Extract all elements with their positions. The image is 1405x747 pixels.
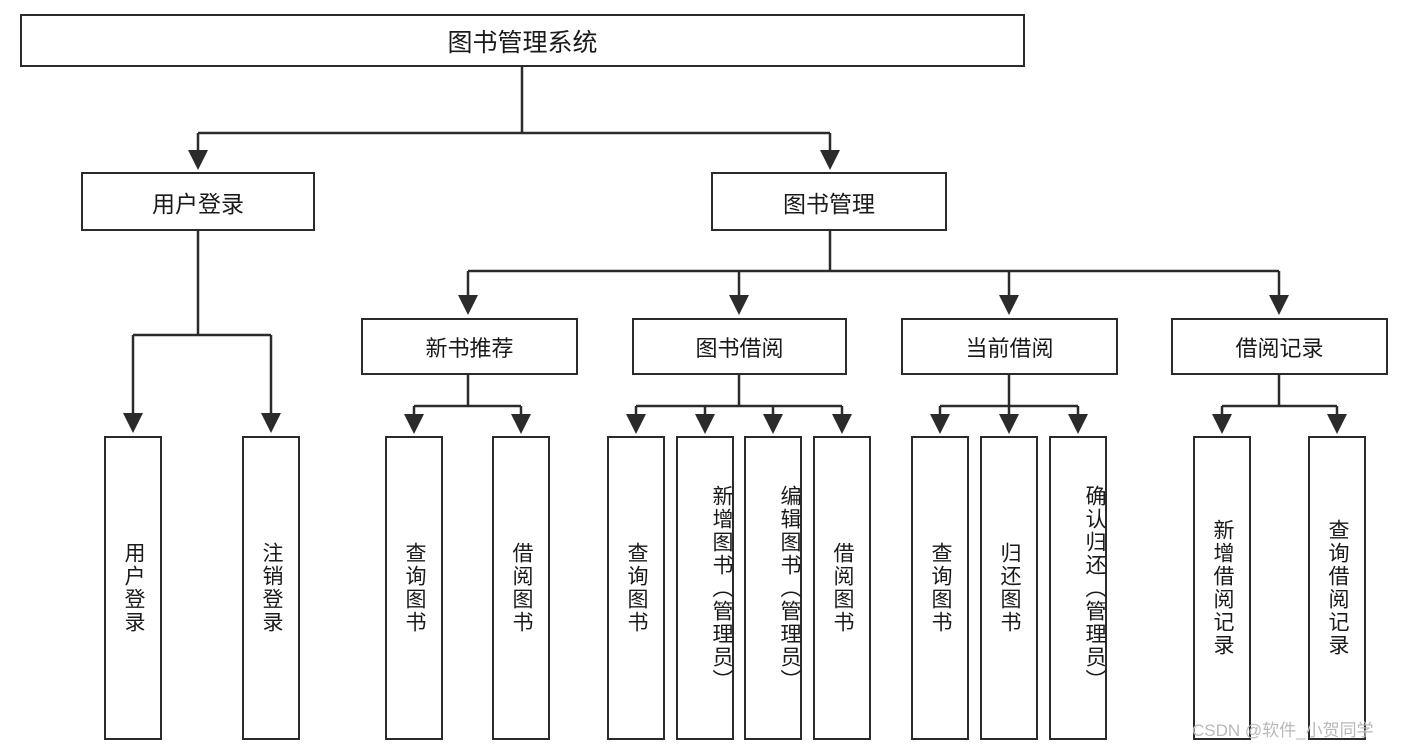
leaf-book-borrow-borrow-book[interactable]: 借阅图书 <box>813 436 871 740</box>
node-user-login[interactable]: 用户登录 <box>81 172 315 231</box>
node-label: 新增图书（管理员） <box>710 484 733 692</box>
node-label: 借阅记录 <box>1235 335 1324 361</box>
leaf-user-login-logout[interactable]: 注销登录 <box>242 436 300 740</box>
node-label: 查询图书 <box>625 542 649 634</box>
node-label: 用户登录 <box>152 190 244 217</box>
leaf-book-borrow-edit-book-admin[interactable]: 编辑图书（管理员） <box>744 436 802 740</box>
node-root-book-management-system[interactable]: 图书管理系统 <box>20 14 1025 67</box>
node-label: 图书管理系统 <box>447 28 598 57</box>
node-borrow-record[interactable]: 借阅记录 <box>1171 318 1388 375</box>
node-label: 查询图书 <box>403 542 427 634</box>
csdn-watermark: CSDN @软件_小贺同学 <box>1192 721 1374 740</box>
node-label: 当前借阅 <box>965 335 1054 361</box>
leaf-user-login-login[interactable]: 用户登录 <box>104 436 162 740</box>
node-label: 新书推荐 <box>425 335 514 361</box>
node-label: 借阅图书 <box>831 542 855 634</box>
node-label: 归还图书 <box>998 542 1022 634</box>
node-current-borrow[interactable]: 当前借阅 <box>901 318 1118 375</box>
leaf-new-book-borrow-book[interactable]: 借阅图书 <box>492 436 550 740</box>
leaf-book-borrow-add-book-admin[interactable]: 新增图书（管理员） <box>676 436 734 740</box>
leaf-current-borrow-query-book[interactable]: 查询图书 <box>911 436 969 740</box>
node-label: 查询借阅记录 <box>1326 519 1350 657</box>
node-new-book-recommend[interactable]: 新书推荐 <box>361 318 578 375</box>
leaf-new-book-query-book[interactable]: 查询图书 <box>385 436 443 740</box>
node-label: 注销登录 <box>260 542 284 634</box>
node-label: 查询图书 <box>929 542 953 634</box>
node-label: 新增借阅记录 <box>1211 519 1235 657</box>
node-label: 图书借阅 <box>695 335 784 361</box>
node-label: 图书管理 <box>783 190 875 217</box>
leaf-current-borrow-confirm-return-admin[interactable]: 确认归还（管理员） <box>1049 436 1107 740</box>
leaf-borrow-record-query-record[interactable]: 查询借阅记录 <box>1308 436 1366 740</box>
leaf-book-borrow-query-book[interactable]: 查询图书 <box>607 436 665 740</box>
node-label: 用户登录 <box>122 542 146 634</box>
node-book-management[interactable]: 图书管理 <box>711 172 947 231</box>
node-label: 编辑图书（管理员） <box>778 484 801 692</box>
node-label: 借阅图书 <box>510 542 534 634</box>
leaf-current-borrow-return-book[interactable]: 归还图书 <box>980 436 1038 740</box>
node-label: 确认归还（管理员） <box>1083 484 1106 692</box>
node-book-borrow[interactable]: 图书借阅 <box>632 318 847 375</box>
leaf-borrow-record-add-record[interactable]: 新增借阅记录 <box>1193 436 1251 740</box>
